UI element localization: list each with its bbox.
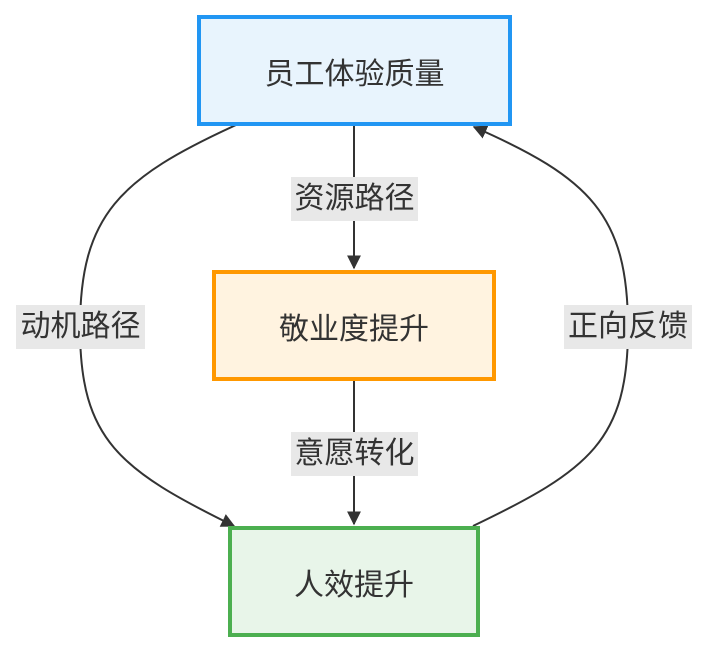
- node-label: 敬业度提升: [279, 311, 429, 347]
- edge-label-willingness-conversion: 意愿转化: [291, 432, 418, 476]
- node-engagement-boost: 敬业度提升: [212, 270, 496, 381]
- node-efficiency-boost: 人效提升: [228, 526, 480, 637]
- node-label: 人效提升: [294, 567, 414, 603]
- edge-label-resource-path: 资源路径: [291, 177, 418, 221]
- node-label: 员工体验质量: [264, 56, 445, 92]
- edge-label-motivation-path: 动机路径: [16, 305, 145, 349]
- node-experience-quality: 员工体验质量: [197, 15, 512, 126]
- edge-label-positive-feedback: 正向反馈: [564, 305, 692, 349]
